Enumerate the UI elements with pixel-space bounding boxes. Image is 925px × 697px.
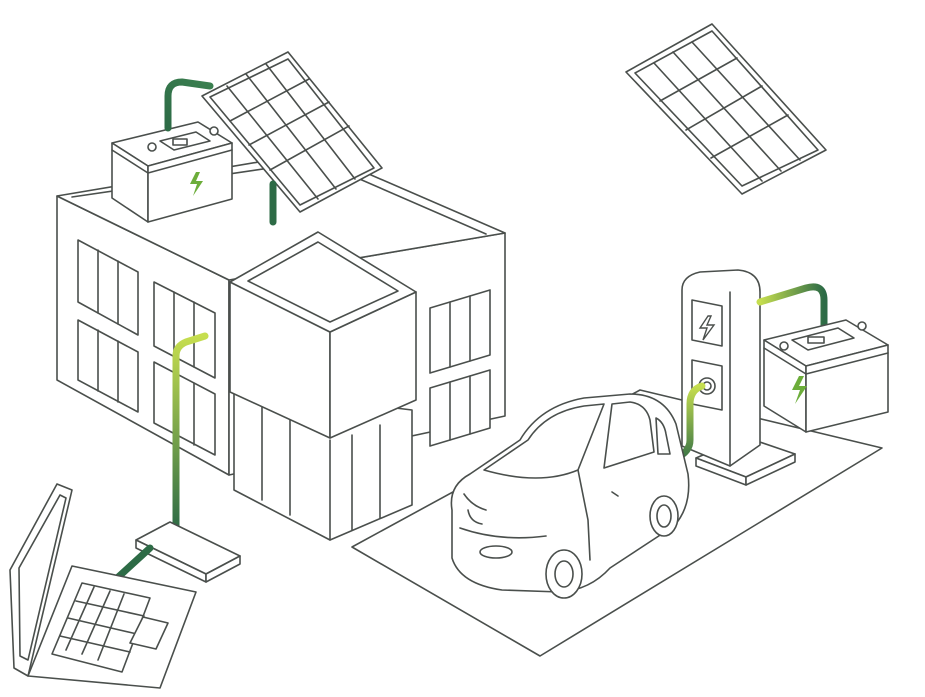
building-cube [229, 231, 417, 439]
building-windows-left [77, 239, 216, 456]
cable-pad-to-laptop [111, 544, 154, 584]
solar-panel-station [625, 23, 827, 195]
lightning-bolt-icon [190, 172, 203, 196]
wireless-charging-pad [135, 521, 241, 583]
electric-car [450, 393, 690, 599]
cable-building-to-pad [172, 332, 209, 534]
charging-station [681, 269, 796, 486]
laptop [9, 483, 197, 689]
lightning-bolt-icon [698, 315, 716, 341]
building [56, 151, 506, 541]
battery-roof [111, 121, 233, 223]
lightning-bolt-icon [792, 376, 807, 404]
building-windows-right [429, 289, 491, 447]
solar-panel-roof [201, 51, 383, 213]
battery-station [763, 319, 889, 433]
cable-roof-battery-panel [164, 78, 214, 132]
cable-station-to-battery [756, 283, 828, 330]
